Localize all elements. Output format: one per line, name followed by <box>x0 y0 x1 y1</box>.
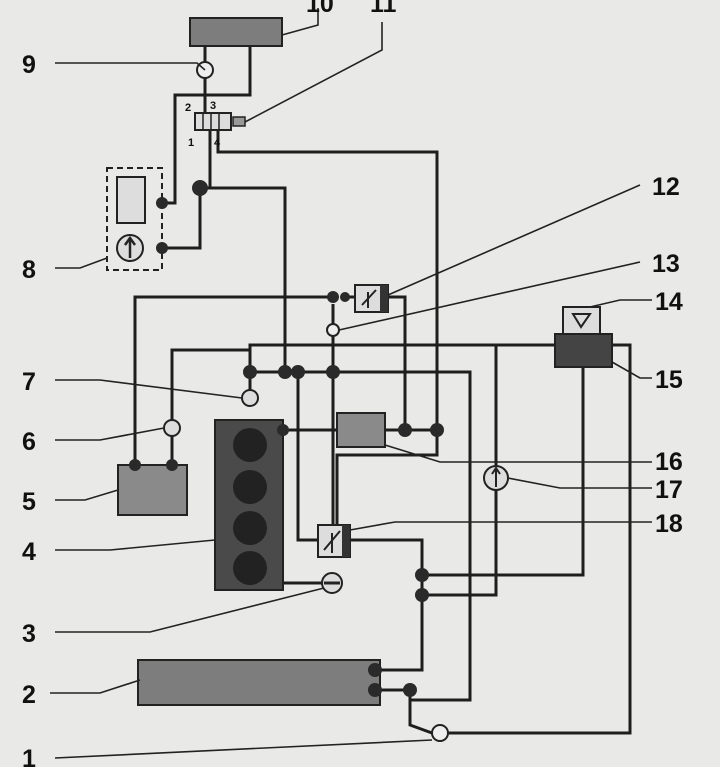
component-2-radiator <box>137 659 381 706</box>
valve-port-1: 1 <box>188 137 194 149</box>
component-8-heater-unit <box>106 167 163 271</box>
component-6-circle <box>163 419 181 437</box>
label-5: 5 <box>22 488 36 516</box>
label-3: 3 <box>22 620 36 648</box>
valve-port-2: 2 <box>185 102 191 114</box>
label-7: 7 <box>22 368 36 396</box>
component-18-thermostat <box>317 524 351 558</box>
component-17-pump <box>483 465 509 491</box>
component-13-circle <box>326 323 340 337</box>
label-10: 10 <box>306 0 334 18</box>
component-7-sensor <box>241 389 259 407</box>
label-17: 17 <box>655 476 683 504</box>
component-16-box <box>336 412 386 448</box>
label-16: 16 <box>655 448 683 476</box>
component-14-cap <box>562 306 601 335</box>
label-6: 6 <box>22 428 36 456</box>
label-18: 18 <box>655 510 683 538</box>
callout-labels: 1 2 3 4 5 6 7 8 9 10 11 12 13 14 15 16 1… <box>22 0 683 767</box>
leader-lines <box>50 8 652 759</box>
component-4-engine <box>214 419 284 591</box>
label-4: 4 <box>22 538 36 566</box>
component-3-pump <box>321 572 343 594</box>
component-12-thermostat <box>354 284 389 313</box>
label-13: 13 <box>652 250 680 278</box>
component-10-box <box>189 17 283 47</box>
valve-port-3: 3 <box>210 100 216 112</box>
label-12: 12 <box>652 173 680 201</box>
component-5-box <box>117 464 188 516</box>
label-11: 11 <box>370 0 397 18</box>
component-11-valve: 2 3 1 4 <box>185 100 246 149</box>
pipes <box>133 46 632 735</box>
component-1-valve <box>431 724 449 742</box>
label-9: 9 <box>22 51 36 79</box>
label-2: 2 <box>22 681 36 709</box>
label-1: 1 <box>22 745 36 767</box>
junction-dots <box>129 180 444 697</box>
label-8: 8 <box>22 256 36 284</box>
label-14: 14 <box>655 288 683 316</box>
component-15-expansion-tank <box>554 333 613 368</box>
valve-port-4: 4 <box>214 137 221 149</box>
label-15: 15 <box>655 366 683 394</box>
